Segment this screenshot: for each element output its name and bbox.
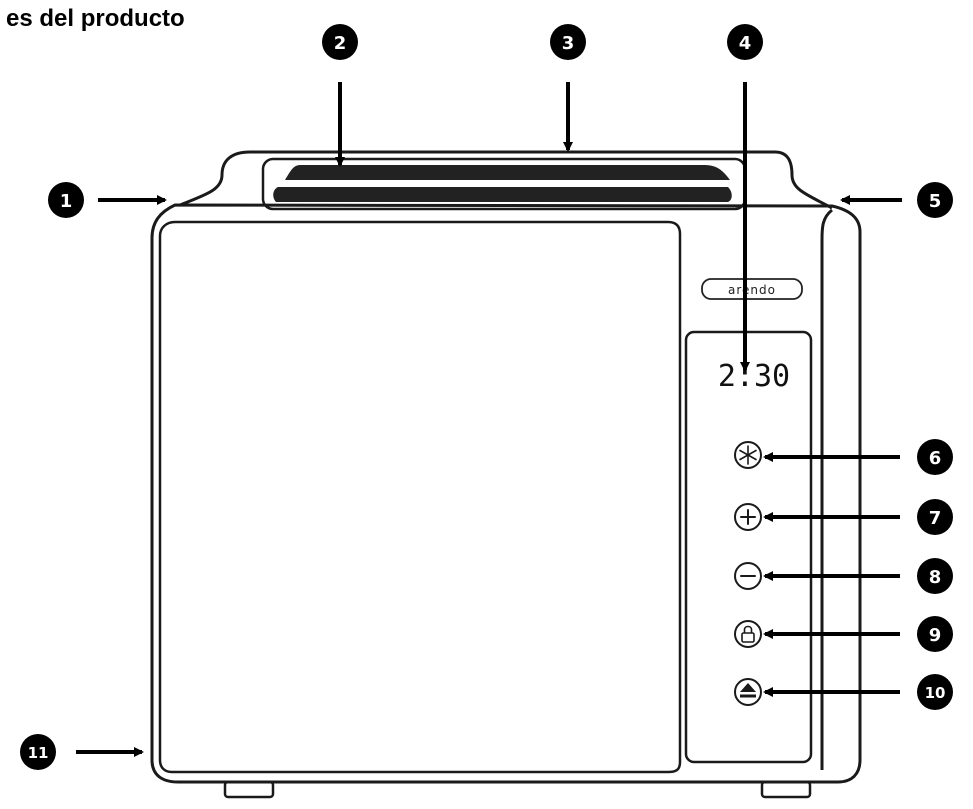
svg-text:4: 4 [739,33,752,54]
plus-icon [740,509,756,525]
button-lock[interactable] [734,620,762,648]
svg-text:5: 5 [929,191,942,212]
defrost-snowflake-icon [739,445,757,465]
eject-icon [740,683,756,698]
callout-7: 7 [917,499,953,535]
callout-3: 3 [550,24,586,60]
section-heading: es del producto [6,5,185,32]
svg-text:6: 6 [929,448,942,469]
callout-2: 2 [322,24,358,60]
lock-icon [741,625,755,643]
callout-arrows [76,82,902,757]
svg-text:3: 3 [562,33,575,54]
toaster-top-contour [179,150,833,210]
bread-slot-back [273,187,732,202]
callout-10: 10 [917,674,953,710]
svg-text:2: 2 [334,33,347,54]
button-plus[interactable] [734,503,762,531]
svg-text:1: 1 [60,191,73,212]
svg-text:9: 9 [929,625,942,646]
callout-11: 11 [20,734,56,770]
button-eject[interactable] [734,678,762,706]
control-panel [684,330,813,764]
callout-badges: 1 2 3 4 5 6 7 8 9 10 11 [20,24,953,770]
brand-name: arendo [728,283,776,297]
svg-text:11: 11 [28,744,49,762]
svg-text:7: 7 [929,508,942,529]
svg-text:8: 8 [929,567,942,588]
callout-6: 6 [917,439,953,475]
callout-5: 5 [917,182,953,218]
callout-8: 8 [917,558,953,594]
button-minus[interactable] [734,562,762,590]
timer-display: 2:30 [718,359,790,394]
svg-text:10: 10 [925,684,946,702]
foot-right [760,780,812,799]
bread-slots [273,165,732,202]
brand-logo: arendo [701,278,803,300]
toaster-side-edge [820,208,833,770]
foot-left [223,780,275,799]
toaster-face-panel [158,220,682,774]
callout-9: 9 [917,616,953,652]
callout-1: 1 [48,182,84,218]
bread-slot-front [285,165,730,180]
toaster-body-outline [150,203,862,784]
callout-4: 4 [727,24,763,60]
button-defrost[interactable] [734,441,762,469]
